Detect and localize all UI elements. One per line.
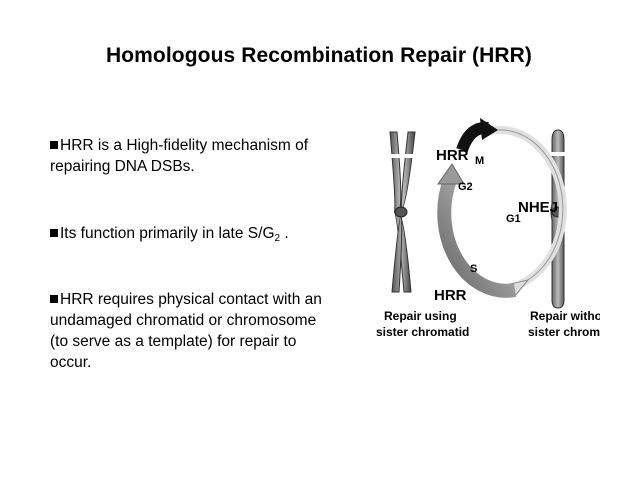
bullet-square-icon [50, 295, 58, 303]
hrr-top-label: HRR [436, 147, 469, 164]
cell-cycle-figure: HRR M G2 G1 S NHEJ HRR Repair using sist… [370, 112, 621, 350]
repair-using-line-1: Repair using [384, 309, 457, 323]
repair-without-line-1: Repair without [530, 309, 600, 323]
bullet-2-subscript: 2 [274, 233, 281, 244]
repair-without-line-2: sister chromatid [528, 325, 600, 339]
hrr-bottom-label: HRR [434, 287, 467, 304]
phase-g1-label: G1 [506, 213, 521, 225]
nhej-label: NHEJ [518, 199, 558, 216]
bullet-square-icon [50, 141, 58, 149]
bullet-2-suffix: . [280, 225, 289, 242]
bullet-3-line-2: undamaged chromatid or chromosome [50, 312, 317, 329]
bullet-3-line-4: occur. [50, 354, 92, 371]
phase-s-label: S [470, 263, 477, 275]
phase-m-label: M [475, 155, 484, 167]
bullet-2-text: Its function primarily in late S/G [60, 225, 275, 242]
cell-cycle-diagram: HRR M G2 G1 S NHEJ HRR Repair using sist… [370, 112, 621, 350]
phase-g2-label: G2 [458, 181, 473, 193]
slide-title: Homologous Recombination Repair (HRR) [105, 44, 533, 67]
bullet-3-line-1: HRR requires physical contact with an [60, 291, 322, 308]
bullet-3-line-3: (to serve as a template) for repair to [50, 333, 297, 350]
bullet-square-icon [50, 229, 58, 237]
bullet-1-line-2: repairing DNA DSBs. [50, 158, 195, 175]
sister-chromatid-chromosome [389, 131, 416, 293]
bullet-item-3: HRR requires physical contact with an un… [50, 289, 350, 373]
bullet-item-1: HRR is a High-fidelity mechanism of repa… [50, 135, 350, 177]
repair-using-line-2: sister chromatid [376, 325, 469, 339]
bullet-1-line-1: HRR is a High-fidelity mechanism of [60, 137, 309, 154]
bullet-item-2: Its function primarily in late S/G2 . [50, 223, 350, 249]
cell-cycle-arrows [437, 118, 567, 298]
